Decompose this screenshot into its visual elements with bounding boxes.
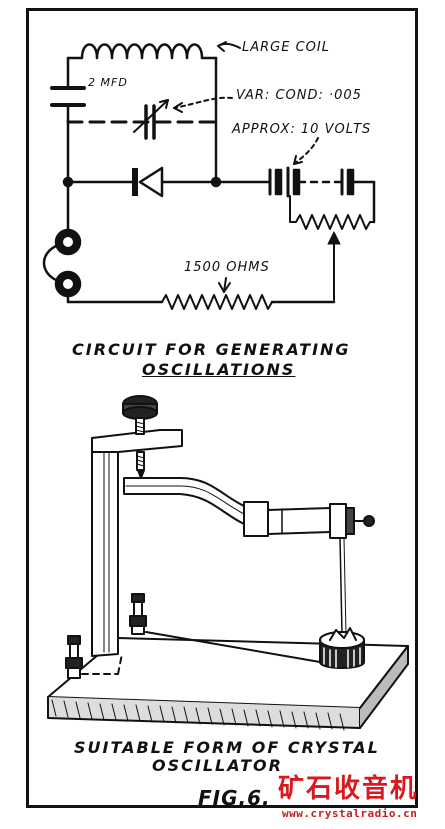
volts-arrow (293, 137, 319, 165)
label-2mfd: 2 MFD (88, 76, 128, 89)
label-1500-ohms: 1500 OHMS (184, 260, 270, 275)
circuit-caption-line1: CIRCUIT FOR GENERATING (72, 340, 351, 359)
junction-dot-left (62, 176, 74, 188)
label-large-coil: LARGE COIL (242, 40, 330, 55)
telephone-receivers (42, 228, 82, 298)
oscillator-drawing (47, 395, 409, 731)
junction-dot-right (210, 176, 222, 188)
adjusting-screw (122, 395, 158, 479)
circuit-caption-line2: OSCILLATIONS (142, 360, 296, 379)
label-var-cond: VAR: COND: ·005 (236, 88, 362, 103)
vibrating-reed (123, 477, 245, 525)
top-arm (91, 429, 183, 453)
circuit-diagram (42, 41, 376, 310)
label-approx-volts: APPROX: 10 VOLTS (232, 122, 372, 137)
watermark-chinese: 矿石收音机 (278, 774, 419, 804)
battery (268, 166, 376, 224)
variable-condenser (133, 99, 169, 140)
ohms-arrow (223, 277, 227, 293)
var-cond-arrow (173, 96, 233, 109)
oscillator-caption-line1: SUITABLE FORM OF CRYSTAL (74, 738, 380, 757)
binding-post-front (65, 635, 83, 679)
figure-label: FIG.6. (198, 786, 271, 810)
potentiometer (289, 195, 375, 230)
clamp-and-tube (243, 501, 375, 539)
binding-post-rear (129, 593, 147, 635)
crystal-wire (339, 537, 343, 635)
oscillator-caption-line2: OSCILLATOR (152, 756, 283, 775)
board-wire-rear (145, 631, 321, 663)
large-coil (66, 43, 218, 60)
crystal-cup (319, 627, 365, 669)
resistor-1500 (161, 294, 273, 310)
watermark-url: www.crystalradio.cn (282, 807, 418, 820)
crystal-detector (132, 166, 164, 198)
vertical-post (91, 435, 119, 657)
base-board (47, 637, 409, 731)
